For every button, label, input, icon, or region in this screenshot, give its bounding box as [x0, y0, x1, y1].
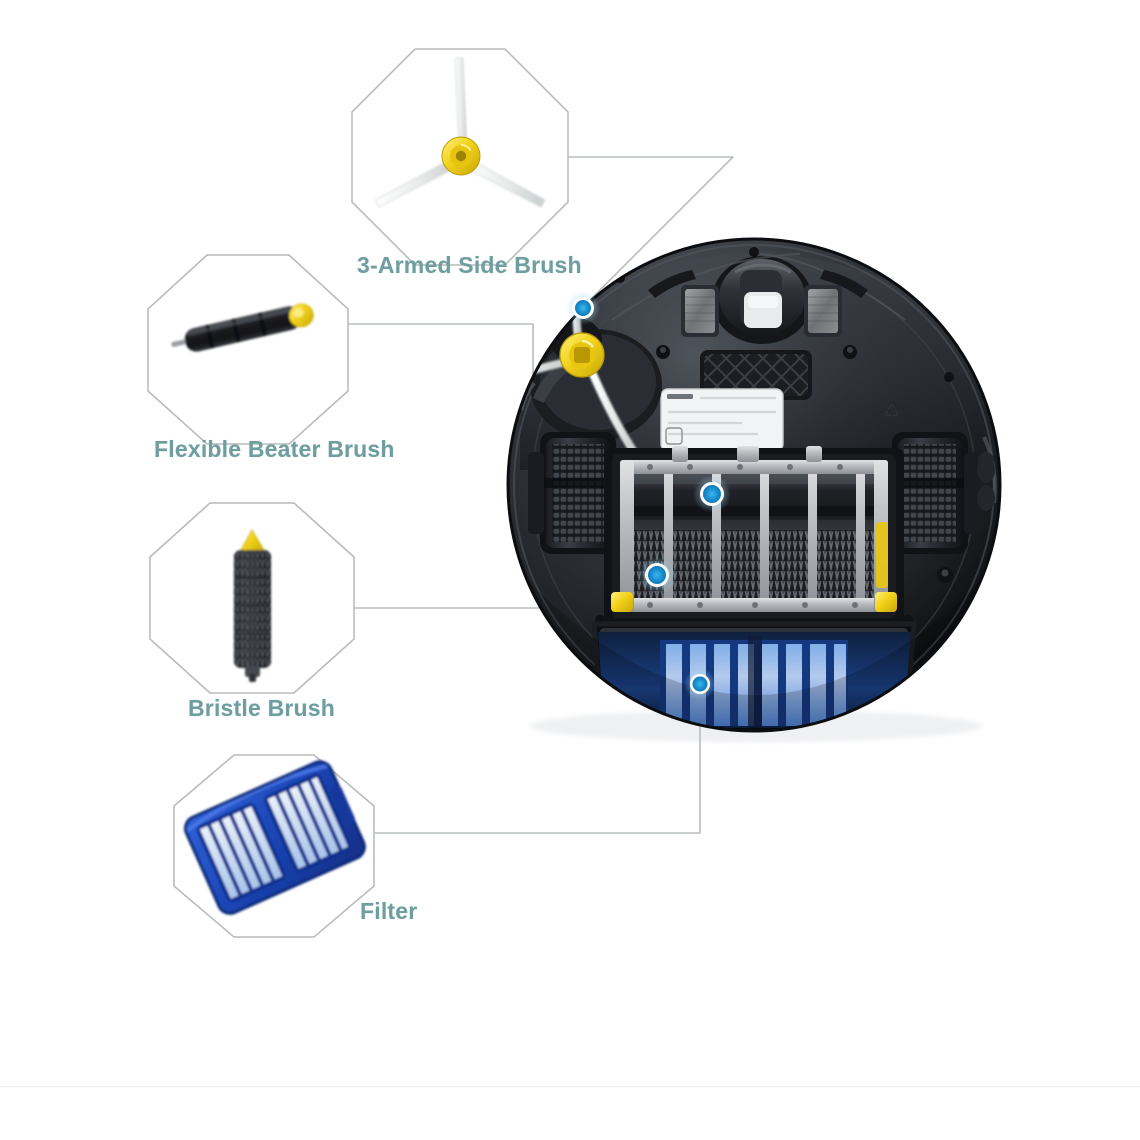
brush-end-caps — [611, 522, 897, 612]
side-brush-yellow-hub — [559, 332, 605, 378]
icon-bristle-brush — [234, 529, 271, 682]
marker-filter[interactable] — [684, 668, 716, 700]
diamond-mesh-vent — [700, 350, 812, 400]
beater-brush-roller — [634, 474, 874, 530]
svg-text:♺: ♺ — [884, 402, 903, 421]
marker-beater-brush[interactable] — [638, 556, 676, 594]
bristle-brush-roller — [634, 530, 874, 600]
robot-vacuum-body: ♺ — [506, 237, 1002, 742]
icon-flexible-beater-brush — [171, 303, 314, 352]
label-side-brush: 3-Armed Side Brush — [357, 252, 582, 278]
cleaning-head-module — [604, 446, 904, 624]
label-bristle-brush: Bristle Brush — [188, 695, 336, 721]
front-caster-wheel — [712, 256, 812, 344]
icon-filter-cartridge — [183, 760, 366, 915]
marker-bristle-brush[interactable] — [693, 475, 731, 513]
cage-ribs — [664, 460, 865, 612]
octagon-beater-brush — [147, 254, 349, 445]
callout-markers — [566, 291, 731, 700]
cliff-sensor-pad-left — [681, 285, 719, 337]
cage-rivets — [647, 464, 858, 608]
label-filter: Filter — [360, 898, 418, 924]
icon-three-armed-side-brush — [374, 57, 546, 208]
marker-side-brush[interactable] — [566, 291, 600, 325]
right-drive-wheel — [892, 432, 980, 554]
label-beater-brush: Flexible Beater Brush — [154, 436, 395, 462]
left-drive-wheel — [528, 432, 616, 554]
connector-side-brush — [567, 156, 734, 301]
product-label-sticker — [660, 388, 784, 452]
cliff-sensor-pad-right — [804, 285, 842, 337]
cage-latch-tabs — [672, 446, 822, 462]
bumper-latches — [648, 270, 868, 298]
bottom-divider — [0, 1086, 1140, 1087]
